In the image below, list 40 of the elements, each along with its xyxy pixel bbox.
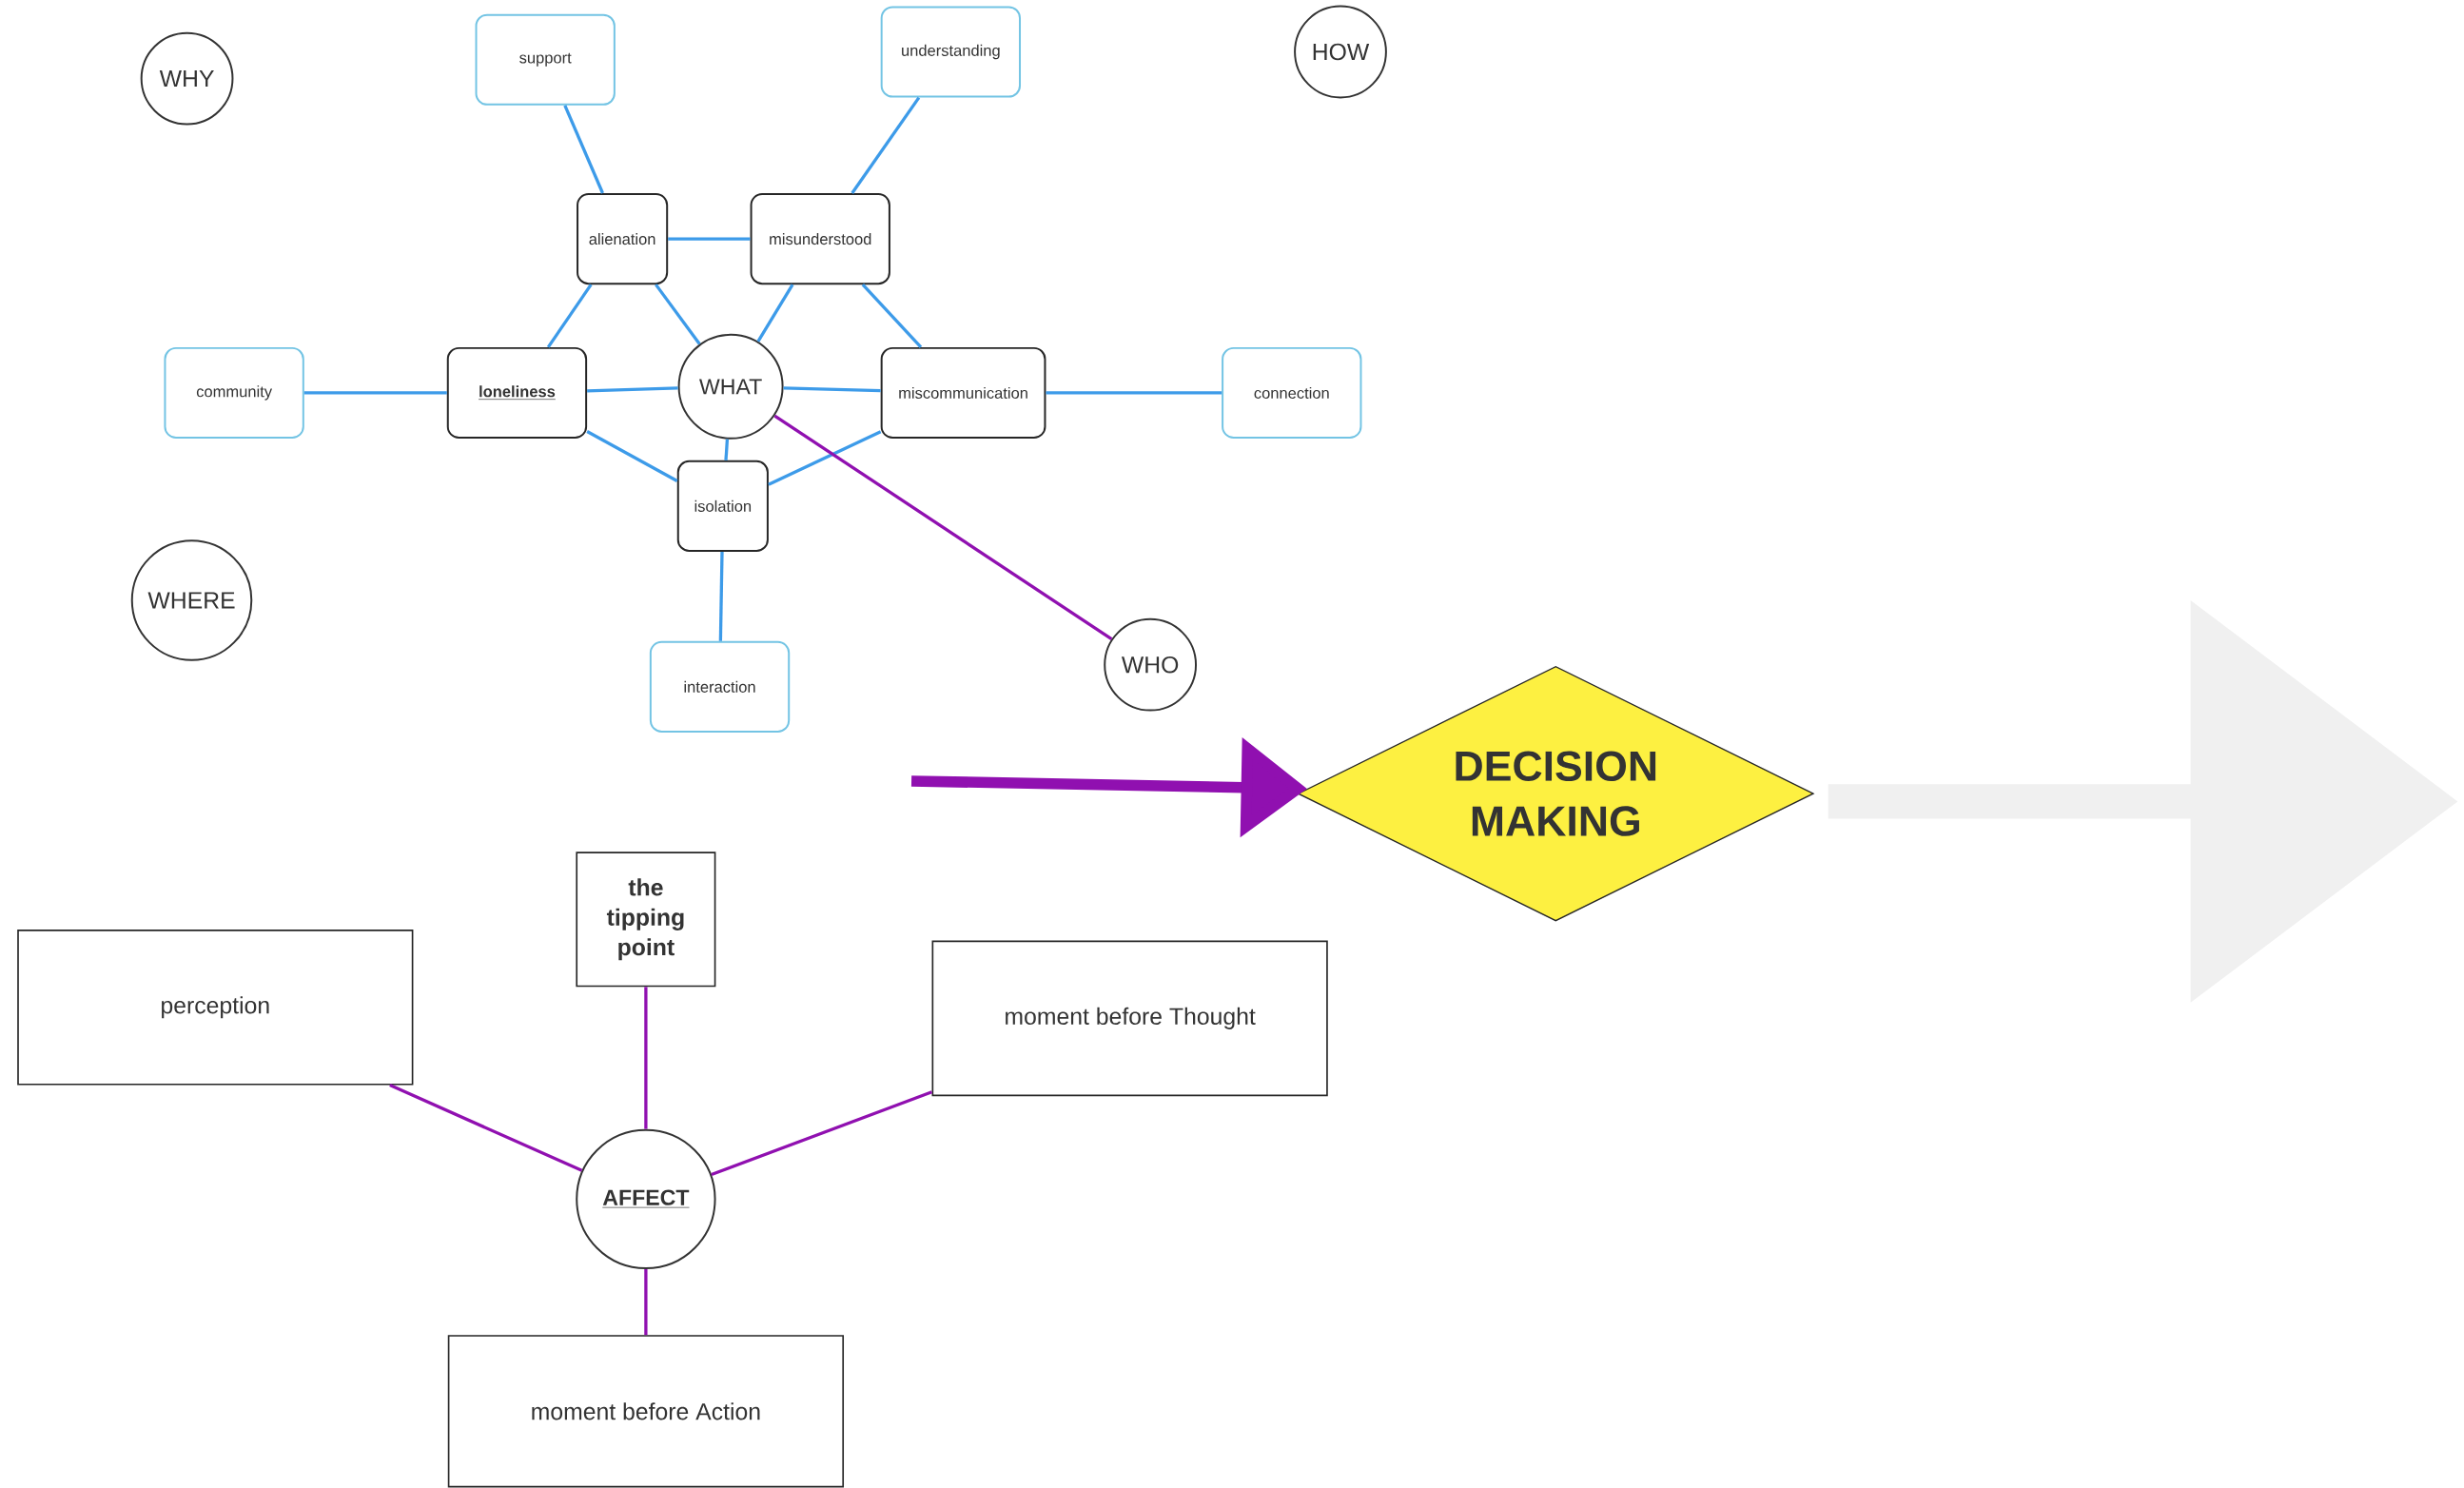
topic-box: isolation — [676, 460, 769, 552]
circle-node: HOW — [1294, 5, 1387, 99]
text-box: moment before Thought — [931, 940, 1328, 1096]
circle-node: WHAT — [677, 333, 784, 440]
topic-box: support — [475, 13, 616, 106]
connector-line — [768, 430, 882, 486]
connector-line — [773, 414, 1113, 640]
text-box: the tipping point — [576, 852, 716, 988]
topic-box: community — [164, 346, 304, 439]
connector-line — [586, 429, 678, 482]
connector-line — [644, 987, 648, 1129]
connector-line — [724, 439, 730, 460]
connector-line — [644, 1268, 648, 1336]
connector-line — [851, 96, 921, 194]
connector-line — [563, 105, 604, 194]
circle-node: WHO — [1104, 617, 1197, 712]
circle-node: WHERE — [130, 539, 253, 661]
text-box: perception — [17, 929, 414, 1086]
circle-node: AFFECT — [576, 1128, 716, 1269]
connector-line — [389, 1083, 583, 1172]
circle-node: WHY — [140, 31, 234, 126]
connector-line — [303, 391, 447, 395]
topic-box: loneliness — [446, 346, 588, 439]
connector-line — [783, 386, 881, 393]
connector-line — [861, 283, 923, 348]
connector-line — [587, 386, 678, 393]
topic-box: connection — [1222, 346, 1362, 439]
text-box: moment before Action — [447, 1335, 845, 1488]
connector-line — [668, 237, 751, 241]
connector-line — [756, 284, 794, 343]
topic-box: miscommunication — [880, 346, 1046, 439]
connector-line — [655, 284, 701, 345]
topic-box: understanding — [880, 6, 1021, 98]
topic-box: alienation — [577, 192, 669, 284]
topic-box: misunderstood — [750, 192, 890, 284]
connector-line — [711, 1090, 933, 1176]
connector-line — [718, 551, 724, 641]
connector-line — [546, 284, 593, 348]
topic-box: interaction — [649, 640, 791, 733]
connector-line — [1046, 391, 1222, 395]
